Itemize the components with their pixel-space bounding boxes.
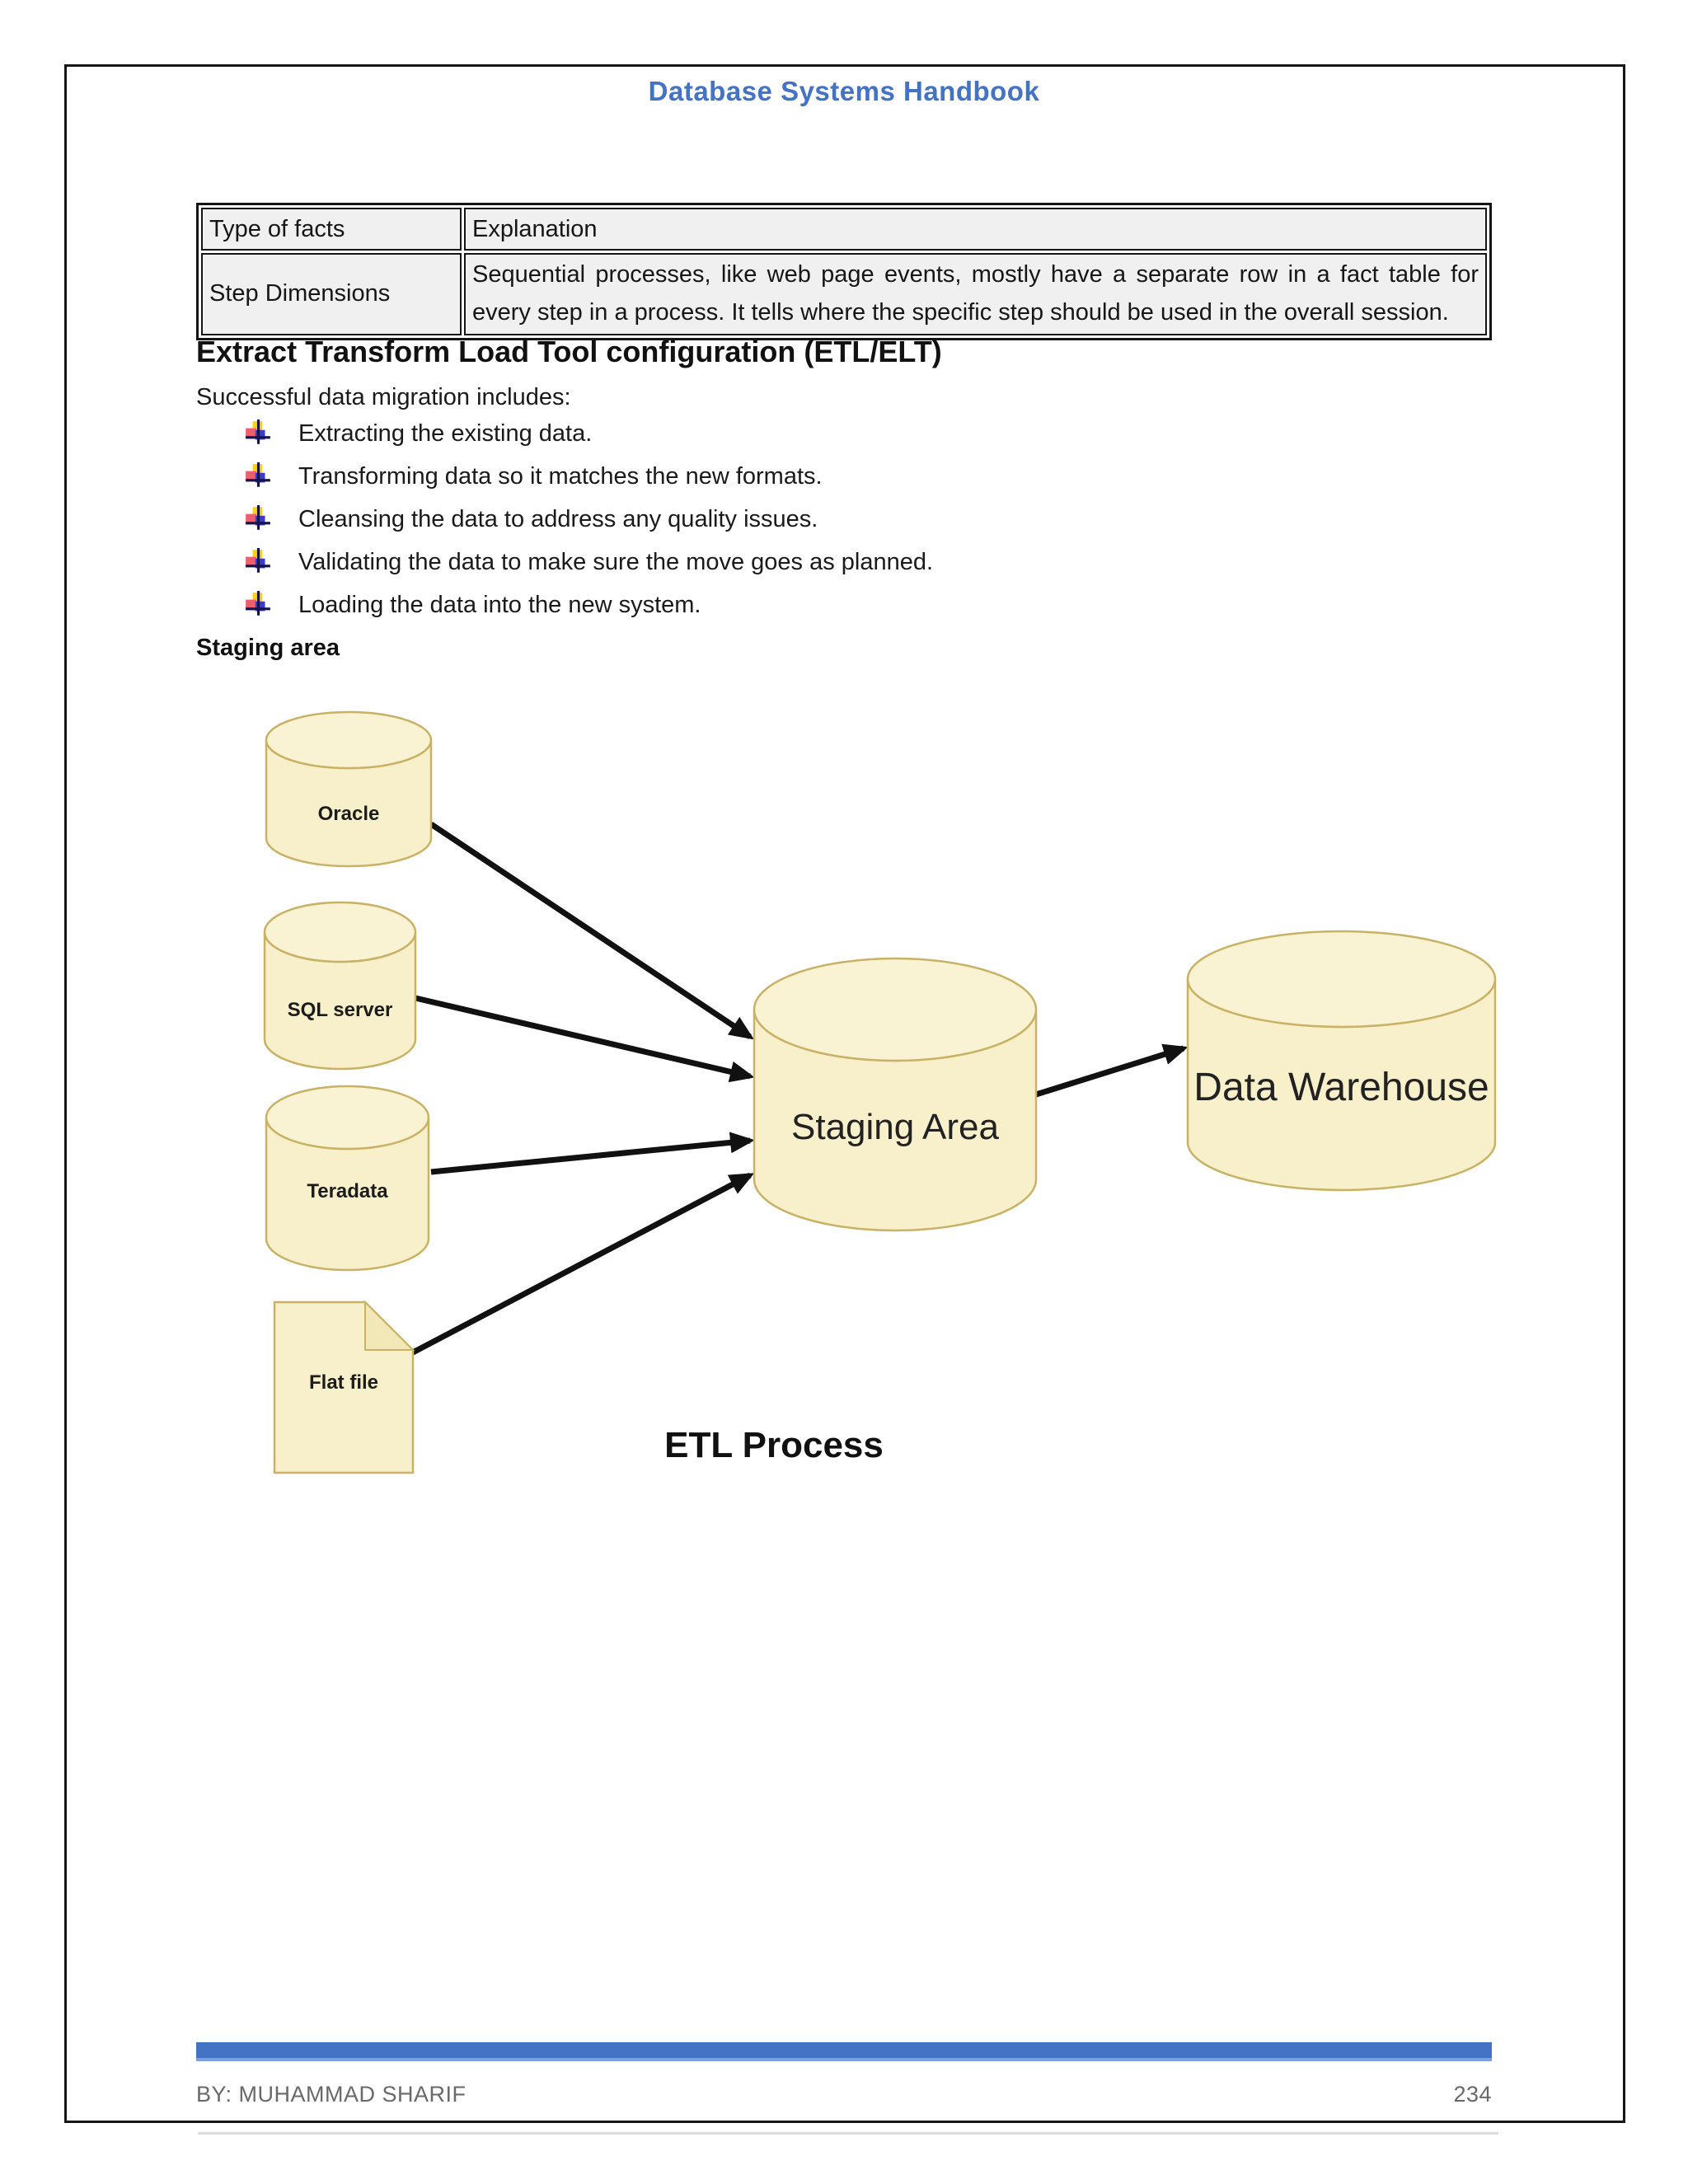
teradata-label: Teradata xyxy=(307,1180,388,1202)
page-title: Database Systems Handbook xyxy=(648,76,1040,106)
oracle-cylinder: Oracle xyxy=(265,710,433,868)
staging-area-cylinder: Staging Area xyxy=(753,957,1038,1232)
arrow-staging-to-warehouse xyxy=(1034,1043,1189,1098)
table-header-row: Type of facts Explanation xyxy=(201,208,1487,251)
flow-arrows xyxy=(411,822,1189,1356)
teradata-cylinder: Teradata xyxy=(265,1085,430,1272)
table-cell-type: Step Dimensions xyxy=(201,253,462,335)
sql-server-cylinder: SQL server xyxy=(263,901,417,1071)
arrow-sqlserver-to-staging xyxy=(415,995,755,1083)
list-item-text: Validating the data to make sure the mov… xyxy=(298,548,934,575)
facts-table: Type of facts Explanation Step Dimension… xyxy=(196,203,1492,340)
list-item-text: Extracting the existing data. xyxy=(298,419,593,447)
table-row: Step Dimensions Sequential processes, li… xyxy=(201,253,1487,335)
migration-steps-list: Extracting the existing data. Transformi… xyxy=(196,412,1492,626)
down-arrow-bullet-icon xyxy=(246,548,270,573)
table-cell-explanation: Sequential processes, like web page even… xyxy=(464,253,1487,335)
sql-server-label: SQL server xyxy=(288,999,393,1021)
footer-page-number: 234 xyxy=(1453,2082,1492,2107)
list-item-text: Transforming data so it matches the new … xyxy=(298,462,823,490)
table-header-explanation: Explanation xyxy=(464,208,1487,251)
list-item: Extracting the existing data. xyxy=(196,412,1492,455)
list-item: Transforming data so it matches the new … xyxy=(196,455,1492,498)
list-item: Cleansing the data to address any qualit… xyxy=(196,498,1492,541)
down-arrow-bullet-icon xyxy=(246,419,270,444)
footer-accent-bar xyxy=(196,2042,1492,2061)
staging-area-label: Staging Area xyxy=(791,1107,999,1147)
page-border xyxy=(64,64,1625,2123)
down-arrow-bullet-icon xyxy=(246,591,270,616)
data-warehouse-label: Data Warehouse xyxy=(1193,1066,1489,1109)
flat-file-label: Flat file xyxy=(309,1371,378,1394)
page-break-line xyxy=(198,2132,1498,2135)
footer: BY: MUHAMMAD SHARIF 234 xyxy=(196,2082,1492,2107)
arrow-teradata-to-staging xyxy=(430,1132,755,1175)
footer-author: BY: MUHAMMAD SHARIF xyxy=(196,2082,467,2107)
down-arrow-bullet-icon xyxy=(246,462,270,487)
staging-area-subheading: Staging area xyxy=(196,635,340,661)
etl-process-diagram: Oracle SQL server Teradata Flat file Sta… xyxy=(263,710,1497,1474)
list-item-text: Cleansing the data to address any qualit… xyxy=(298,505,818,532)
arrow-flatfile-to-staging xyxy=(411,1172,755,1356)
table-header-type: Type of facts xyxy=(201,208,462,251)
etl-process-caption: ETL Process xyxy=(664,1425,884,1465)
flat-file-shape: Flat file xyxy=(273,1300,415,1474)
arrow-oracle-to-staging xyxy=(429,822,754,1040)
section-heading: Extract Transform Load Tool configuratio… xyxy=(196,335,942,368)
intro-paragraph: Successful data migration includes: xyxy=(196,384,571,410)
oracle-label: Oracle xyxy=(318,803,380,825)
list-item: Loading the data into the new system. xyxy=(196,583,1492,626)
down-arrow-bullet-icon xyxy=(246,505,270,530)
data-warehouse-cylinder: Data Warehouse xyxy=(1186,930,1497,1192)
list-item: Validating the data to make sure the mov… xyxy=(196,541,1492,583)
list-item-text: Loading the data into the new system. xyxy=(298,591,701,618)
